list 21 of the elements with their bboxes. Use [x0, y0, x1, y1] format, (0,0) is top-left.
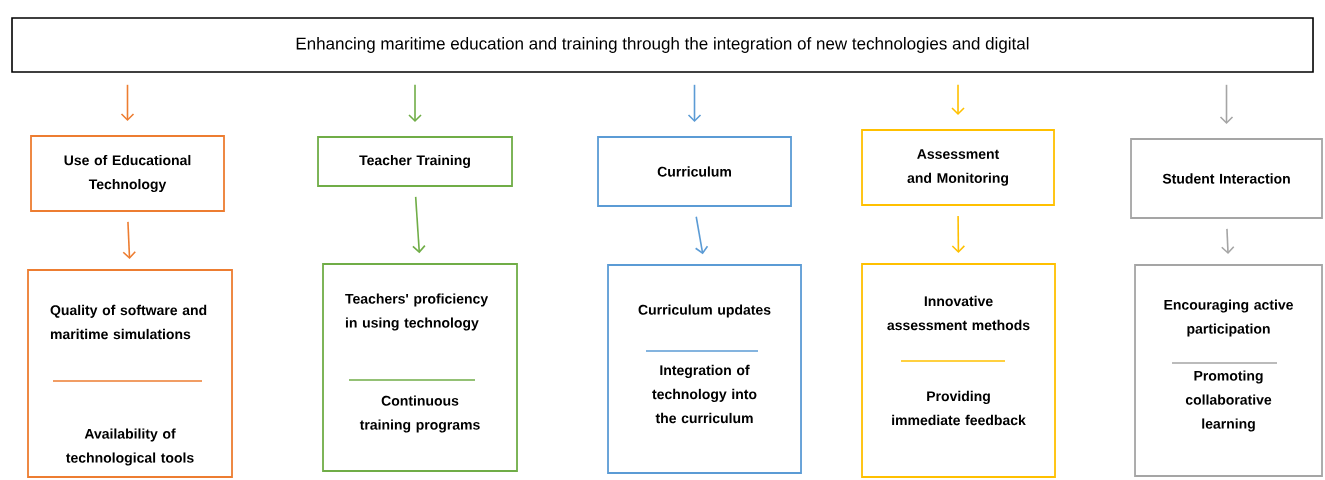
arrow [122, 221, 137, 260]
category-box: Student Interaction [1130, 138, 1323, 219]
content-box: Innovative assessment methods Providing immediate feedback [861, 263, 1056, 478]
category-box: Use of Educational Technology [30, 135, 225, 212]
arrow [1219, 84, 1234, 125]
arrow [951, 84, 965, 116]
category-box: Teacher Training [317, 136, 513, 187]
arrow [1220, 228, 1235, 255]
arrow [951, 215, 966, 254]
category-box: Assessment and Monitoring [861, 129, 1055, 206]
content-box: Curriculum updates Integration of technology into the curriculum [607, 264, 802, 474]
arrow [120, 84, 135, 122]
arrow [687, 84, 702, 123]
title-box: Enhancing maritime education and training through the integration of new technologies and digital [11, 17, 1314, 73]
arrow [694, 215, 709, 255]
content-box: Quality of software and maritime simulations Availability of technological tools [27, 269, 233, 478]
content-box: Encouraging active participation Promoting collaborative learning [1134, 264, 1323, 477]
category-box: Curriculum [597, 136, 792, 207]
content-box: Teachers' proficiency in using technology Continuous training programs [322, 263, 518, 472]
arrow [412, 196, 426, 254]
arrow [408, 84, 422, 123]
